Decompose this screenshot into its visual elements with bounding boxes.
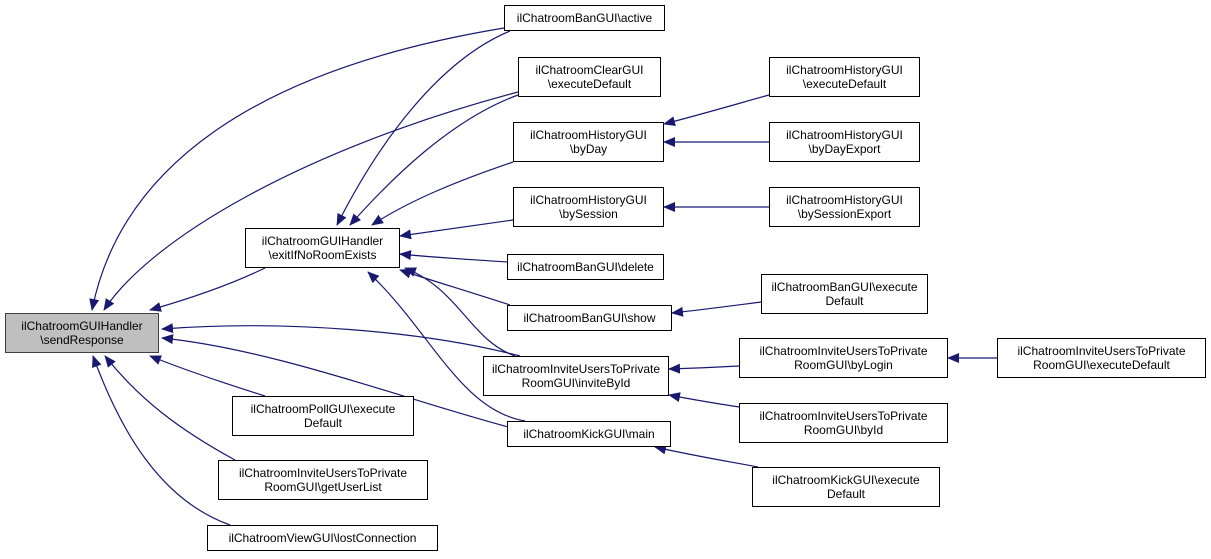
node-label-line: ilChatroomHistoryGUI [786, 193, 903, 207]
edge-banActive-to-exitIfNoRoomExists [336, 30, 511, 226]
node-label-line: ilChatroomPollGUI\execute [250, 402, 396, 416]
edge-lostConnection-to-sendResponse [92, 355, 231, 526]
edge-inviteById-to-sendResponse [161, 323, 521, 357]
edge-historyByDay-to-exitIfNoRoomExists [371, 161, 514, 226]
node-kick-main[interactable]: ilChatroomKickGUI\main [507, 421, 671, 447]
node-label-line: \executeDefault [802, 77, 887, 91]
node-label-line: ilChatroomHistoryGUI [530, 128, 647, 142]
edge-getUserList-to-sendResponse [104, 355, 236, 461]
node-history-execute-default[interactable]: ilChatroomHistoryGUI\executeDefault [769, 57, 920, 97]
node-history-by-session[interactable]: ilChatroomHistoryGUI\bySession [513, 187, 664, 227]
node-label-line: ilChatroomInviteUsersToPrivate [1017, 344, 1186, 358]
node-ban-delete[interactable]: ilChatroomBanGUI\delete [507, 254, 664, 280]
node-label-line: RoomGUI\inviteById [521, 376, 631, 390]
edge-pollExecuteDefault-to-sendResponse [149, 355, 266, 397]
node-ban-show[interactable]: ilChatroomBanGUI\show [507, 305, 672, 331]
node-history-by-day-export[interactable]: ilChatroomHistoryGUI\byDayExport [769, 122, 920, 162]
edge-banActive-to-sendResponse [89, 27, 505, 311]
node-label-line: \bySession [559, 207, 618, 221]
node-label-line: ilChatroomBanGUI\active [516, 11, 653, 25]
edge-kickExecuteDefault-to-kickMain [654, 444, 759, 468]
node-label-line: Default [826, 487, 866, 501]
edge-inviteByIdLeaf-to-inviteById [668, 392, 740, 408]
node-label-line: ilChatroomInviteUsersToPrivate [759, 409, 928, 423]
node-label-line: ilChatroomGUIHandler [261, 234, 384, 248]
node-label-line: ilChatroomInviteUsersToPrivate [759, 344, 928, 358]
node-label-line: ilChatroomGUIHandler [21, 319, 143, 333]
node-label-line: \byDay [569, 142, 608, 156]
edge-clearExecuteDefault-to-exitIfNoRoomExists [349, 94, 519, 226]
node-label-line: ilChatroomBanGUI\delete [517, 260, 654, 274]
node-label-line: Default [825, 294, 864, 308]
node-label-line: ilChatroomHistoryGUI [786, 128, 903, 142]
node-label-line: ilChatroomInviteUsersToPrivate [238, 466, 408, 480]
node-label-line: Default [303, 416, 343, 430]
node-lost-connection[interactable]: ilChatroomViewGUI\lostConnection [207, 525, 438, 551]
edge-inviteById-to-exitIfNoRoomExists [404, 267, 516, 357]
node-label-line: ilChatroomHistoryGUI [530, 193, 647, 207]
edge-banExecuteDefault-to-banShow [671, 301, 762, 317]
edge-clearExecuteDefault-to-sendResponse [103, 91, 519, 311]
edge-historyBySession-to-exitIfNoRoomExists [399, 219, 514, 240]
edge-historyExecuteDefault-to-historyByDay [663, 94, 770, 127]
node-label-line: RoomGUI\byId [803, 423, 884, 437]
edge-exitIfNoRoomExists-to-sendResponse [149, 267, 266, 312]
node-label-line: \executeDefault [547, 77, 632, 91]
node-label-line: ilChatroomKickGUI\main [523, 427, 655, 441]
node-label-line: ilChatroomInviteUsersToPrivate [491, 362, 661, 376]
node-label-line: ilChatroomBanGUI\show [523, 311, 656, 325]
edge-inviteByLogin-to-inviteById [668, 363, 740, 374]
node-label-line: \bySessionExport [797, 207, 892, 221]
node-label-line: \byDayExport [808, 142, 881, 156]
node-label-line: ilChatroomClearGUI [535, 63, 644, 77]
edge-kickMain-to-sendResponse [161, 334, 521, 431]
node-label-line: \exitIfNoRoomExists [268, 248, 377, 262]
node-label-line: ilChatroomHistoryGUI [786, 63, 903, 77]
node-ban-active[interactable]: ilChatroomBanGUI\active [504, 5, 665, 31]
node-exit-if-no-room-exists[interactable]: ilChatroomGUIHandler\exitIfNoRoomExists [245, 228, 400, 268]
node-label-line: RoomGUI\byLogin [794, 358, 893, 372]
node-label-line: ilChatroomBanGUI\execute [771, 280, 918, 294]
node-send-response[interactable]: ilChatroomGUIHandler\sendResponse [5, 313, 159, 353]
node-label-line: ilChatroomKickGUI\execute [772, 473, 920, 487]
node-history-by-day[interactable]: ilChatroomHistoryGUI\byDay [513, 122, 664, 162]
node-label-line: RoomGUI\executeDefault [1033, 358, 1170, 372]
node-label-line: ilChatroomViewGUI\lostConnection [228, 531, 417, 545]
node-label-line: RoomGUI\getUserList [264, 480, 382, 494]
edge-banDelete-to-exitIfNoRoomExists [399, 250, 508, 263]
edge-kickMain-to-exitIfNoRoomExists [367, 271, 526, 422]
node-label-line: \sendResponse [40, 333, 124, 347]
node-history-by-session-export[interactable]: ilChatroomHistoryGUI\bySessionExport [769, 187, 920, 227]
edge-banShow-to-exitIfNoRoomExists [399, 268, 511, 306]
node-clear-execute-default[interactable]: ilChatroomClearGUI\executeDefault [518, 57, 661, 97]
